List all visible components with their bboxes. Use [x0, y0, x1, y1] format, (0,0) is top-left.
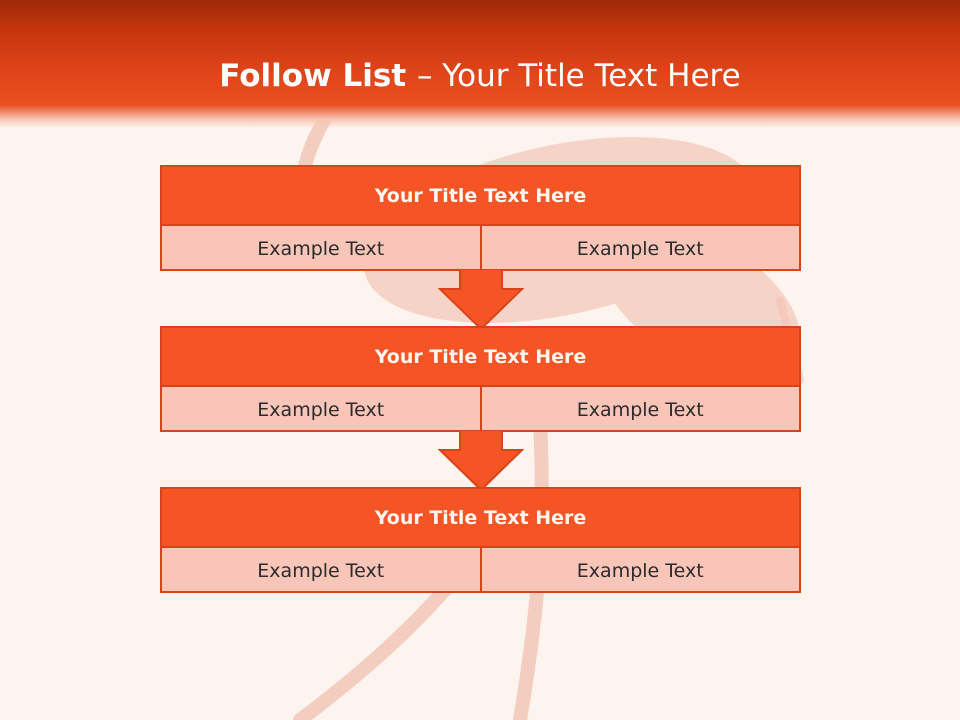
step-cell-right: Example Text — [479, 387, 800, 432]
step-title: Your Title Text Here — [162, 328, 799, 387]
step-row: Example Text Example Text — [162, 387, 799, 432]
step-block-3: Your Title Text Here Example Text Exampl… — [160, 487, 801, 593]
down-arrow-icon — [438, 430, 524, 492]
step-cell-left: Example Text — [257, 398, 385, 421]
slide-title-bold: Follow List — [219, 58, 417, 94]
step-block-1: Your Title Text Here Example Text Exampl… — [160, 165, 801, 271]
step-cell-left: Example Text — [257, 559, 385, 582]
step-row: Example Text Example Text — [162, 548, 799, 593]
step-cell-right: Example Text — [479, 226, 800, 271]
step-row: Example Text Example Text — [162, 226, 799, 271]
step-title: Your Title Text Here — [162, 489, 799, 548]
step-title: Your Title Text Here — [162, 167, 799, 226]
step-block-2: Your Title Text Here Example Text Exampl… — [160, 326, 801, 432]
header-band — [0, 0, 960, 128]
down-arrow-icon — [438, 269, 524, 331]
slide-title-rest: – Your Title Text Here — [416, 58, 741, 94]
step-cell-left: Example Text — [257, 237, 385, 260]
slide-title: Follow List – Your Title Text Here — [0, 54, 960, 98]
step-cell-right: Example Text — [479, 548, 800, 593]
